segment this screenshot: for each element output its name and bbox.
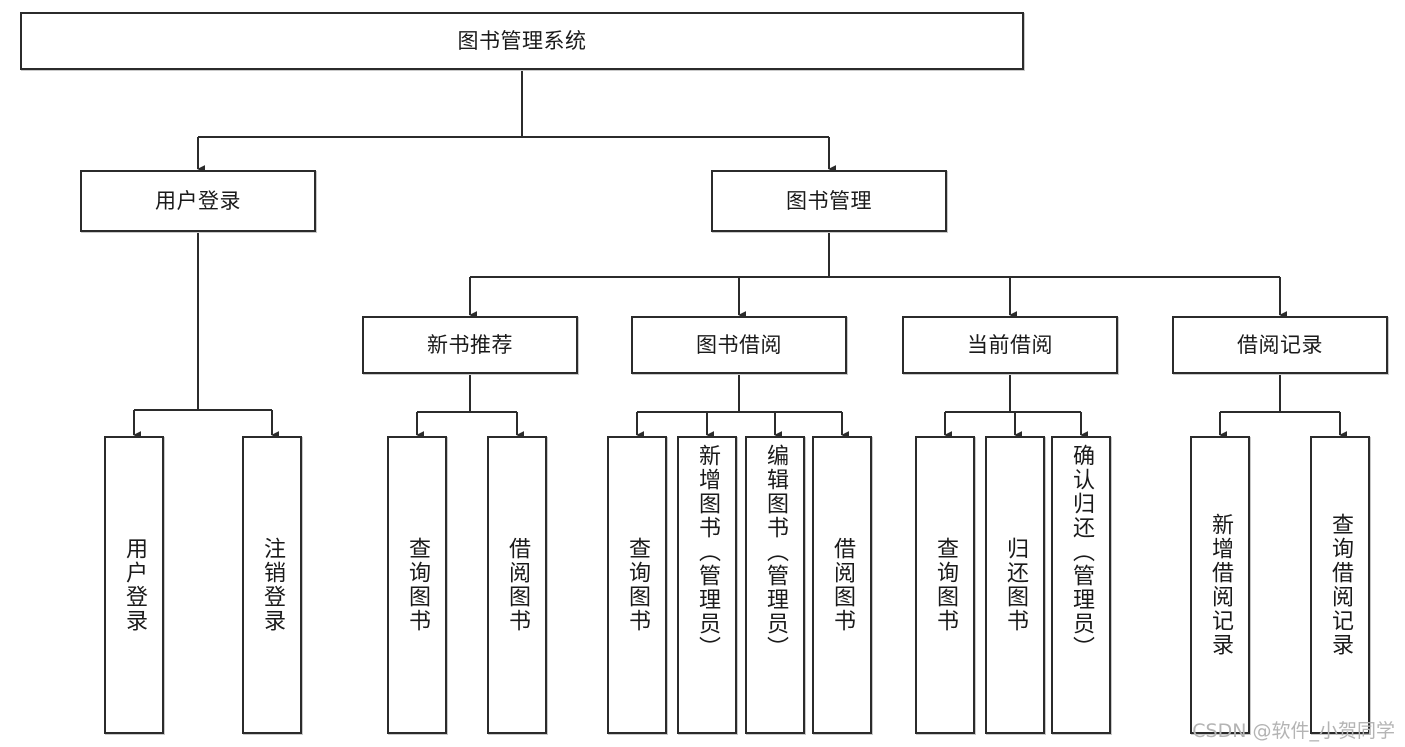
node-newbook[interactable]: 新书推荐 bbox=[362, 316, 578, 374]
node-leaf-r-query[interactable]: 查询借阅记录 bbox=[1310, 436, 1370, 734]
edge-group bbox=[132, 70, 1348, 439]
node-leaf-new-borrow[interactable]: 借阅图书 bbox=[487, 436, 547, 734]
node-records[interactable]: 借阅记录 bbox=[1172, 316, 1388, 374]
node-current[interactable]: 当前借阅 bbox=[902, 316, 1118, 374]
node-label-leaf-b-add: 新增图书（管理员） bbox=[694, 444, 720, 660]
node-leaf-user-login[interactable]: 用户登录 bbox=[104, 436, 164, 734]
node-login[interactable]: 用户登录 bbox=[80, 170, 316, 232]
node-borrow[interactable]: 图书借阅 bbox=[631, 316, 847, 374]
node-label-leaf-c-query: 查询图书 bbox=[932, 537, 958, 633]
node-leaf-c-return[interactable]: 归还图书 bbox=[985, 436, 1045, 734]
node-label-leaf-b-query: 查询图书 bbox=[624, 537, 650, 633]
node-label-newbook: 新书推荐 bbox=[427, 332, 513, 357]
node-label-leaf-new-query: 查询图书 bbox=[404, 537, 430, 633]
node-label-leaf-r-add: 新增借阅记录 bbox=[1207, 513, 1233, 657]
node-label-leaf-c-return: 归还图书 bbox=[1002, 537, 1028, 633]
node-leaf-b-add[interactable]: 新增图书（管理员） bbox=[677, 436, 737, 734]
node-leaf-b-edit[interactable]: 编辑图书（管理员） bbox=[745, 436, 805, 734]
node-leaf-user-logout[interactable]: 注销登录 bbox=[242, 436, 302, 734]
node-label-leaf-b-borrow: 借阅图书 bbox=[829, 537, 855, 633]
node-leaf-new-query[interactable]: 查询图书 bbox=[387, 436, 447, 734]
node-label-leaf-b-edit: 编辑图书（管理员） bbox=[762, 444, 788, 660]
node-label-login: 用户登录 bbox=[155, 188, 241, 213]
node-bookmgmt[interactable]: 图书管理 bbox=[711, 170, 947, 232]
node-label-records: 借阅记录 bbox=[1237, 332, 1323, 357]
node-label-leaf-c-confirm: 确认归还（管理员） bbox=[1068, 444, 1094, 660]
watermark-text: CSDN @软件_小贺同学 bbox=[1192, 720, 1395, 742]
node-label-current: 当前借阅 bbox=[967, 332, 1053, 357]
node-label-leaf-user-login: 用户登录 bbox=[121, 537, 147, 633]
node-leaf-c-confirm[interactable]: 确认归还（管理员） bbox=[1051, 436, 1111, 734]
node-root[interactable]: 图书管理系统 bbox=[20, 12, 1024, 70]
node-label-leaf-user-logout: 注销登录 bbox=[259, 537, 285, 633]
node-leaf-b-borrow[interactable]: 借阅图书 bbox=[812, 436, 872, 734]
node-leaf-c-query[interactable]: 查询图书 bbox=[915, 436, 975, 734]
node-leaf-b-query[interactable]: 查询图书 bbox=[607, 436, 667, 734]
node-leaf-r-add[interactable]: 新增借阅记录 bbox=[1190, 436, 1250, 734]
node-label-borrow: 图书借阅 bbox=[696, 332, 782, 357]
node-label-leaf-new-borrow: 借阅图书 bbox=[504, 537, 530, 633]
node-label-leaf-r-query: 查询借阅记录 bbox=[1327, 513, 1353, 657]
node-label-bookmgmt: 图书管理 bbox=[786, 188, 872, 213]
node-label-root: 图书管理系统 bbox=[457, 28, 587, 53]
